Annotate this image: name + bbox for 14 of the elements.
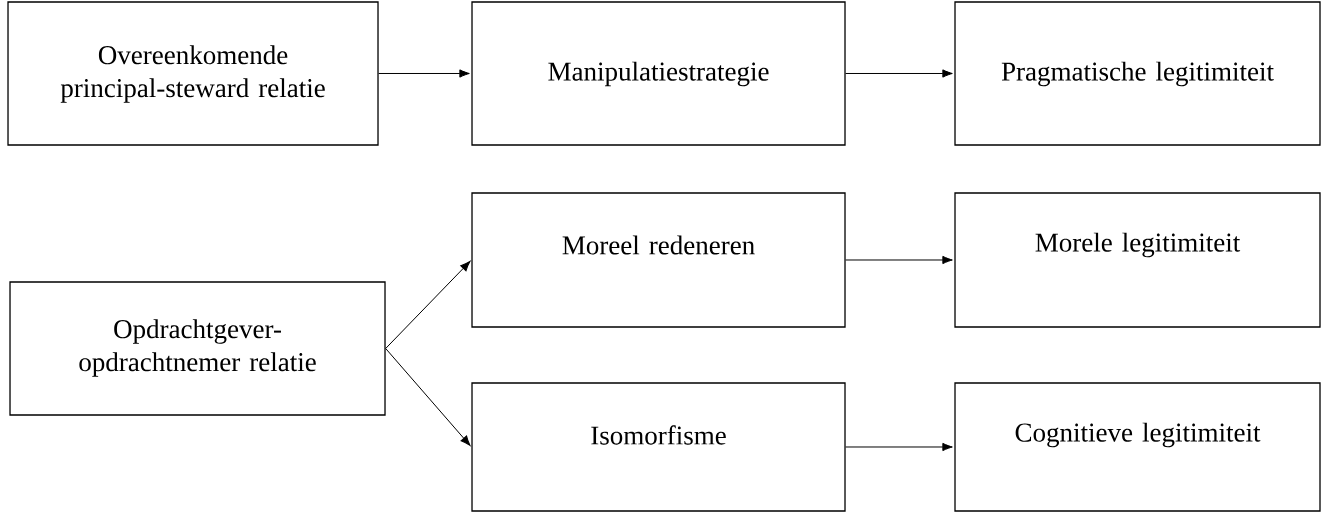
arrow	[845, 442, 953, 452]
arrow	[385, 348, 471, 446]
process-box: Morele legitimiteit	[954, 192, 1321, 328]
process-box: Isomorfisme	[471, 382, 846, 512]
arrow	[845, 255, 953, 265]
arrow	[385, 260, 471, 349]
arrow	[378, 69, 470, 78]
process-box: Moreel redeneren	[471, 192, 846, 328]
process-box: Opdrachtgever-opdrachtnemer relatie	[9, 281, 386, 416]
process-box: Pragmatische legitimiteit	[954, 1, 1321, 146]
process-box: Cognitieve legitimiteit	[954, 382, 1321, 512]
process-box: Overeenkomende principal-steward relatie	[7, 1, 379, 146]
process-box: Manipulatiestrategie	[471, 1, 846, 146]
arrow	[845, 69, 953, 78]
